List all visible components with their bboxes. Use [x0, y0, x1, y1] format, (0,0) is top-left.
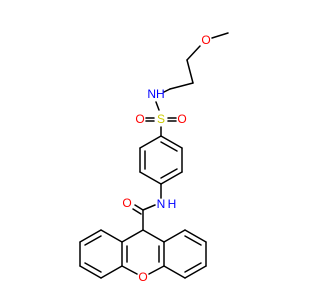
right-ring-bond: [163, 265, 186, 279]
bond-n-c: [142, 204, 156, 211]
methoxypropyl-chain: [163, 32, 229, 93]
xanthene-oxygen-label: O: [138, 270, 147, 284]
bond-ch3-o: [211, 32, 229, 39]
amide-oxygen-label: O: [122, 196, 131, 210]
right-ring-bond: [163, 229, 186, 243]
ring-bond: [139, 135, 162, 149]
right-ring-bond: [184, 265, 207, 279]
ring-inner-bond: [160, 141, 178, 152]
ring-inner-bond: [160, 168, 178, 179]
xanthene-core: [79, 229, 207, 279]
molecule-drawing: O NH S O O N H O O: [79, 32, 229, 284]
sulfur-label: S: [157, 112, 165, 126]
amide-group: [132, 183, 162, 231]
structure-diagram: O NH S O O N H O O: [79, 32, 229, 284]
bond-c-o-b: [132, 208, 142, 215]
ring-bond: [160, 171, 183, 185]
central-bond-o: [121, 265, 138, 275]
left-ring-inner-bond: [84, 262, 102, 273]
sulfonyl-oxygen-right-label: O: [177, 112, 186, 126]
left-ring-bond: [100, 265, 123, 279]
bond-n-s: [155, 101, 160, 111]
left-ring-bond: [79, 265, 102, 279]
bond-c-o-a: [134, 204, 144, 211]
central-bond: [142, 229, 165, 243]
bond-ch2-n: [163, 88, 171, 93]
left-ring-inner-bond: [84, 235, 102, 246]
sulfonyl-oxygen-left-label: O: [135, 112, 144, 126]
right-ring-inner-bond: [184, 235, 202, 246]
ring-bond: [160, 135, 183, 149]
sulfonamide-nh-label: NH: [147, 87, 164, 101]
amide-hydrogen-label: H: [168, 197, 177, 211]
bond-ch2-ch2: [186, 59, 194, 84]
methoxy-oxygen-label: O: [201, 33, 210, 47]
left-ring-bond: [100, 229, 123, 243]
central-bond-o: [148, 265, 165, 275]
bond-o-ch2: [186, 45, 201, 61]
left-ring-bond: [79, 229, 102, 243]
central-bond: [121, 229, 144, 243]
right-ring-inner-bond: [184, 262, 202, 273]
bond-ch2-ch2-b: [169, 82, 194, 90]
amide-nitrogen-label: N: [157, 197, 166, 211]
sulfonamide-group: [145, 101, 177, 137]
right-ring-bond: [184, 229, 207, 243]
phenylene-ring: [139, 135, 183, 185]
ring-bond: [139, 171, 162, 185]
